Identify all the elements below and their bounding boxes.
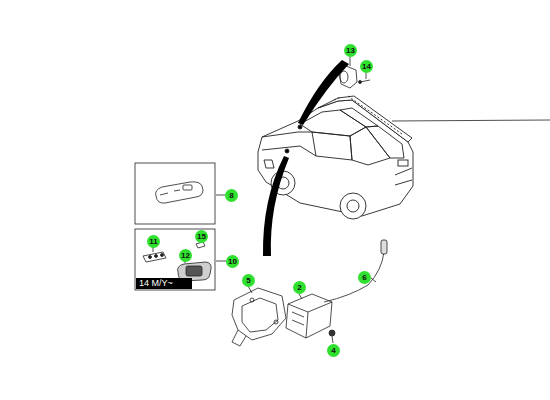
antenna-cable [324,240,387,302]
leader-line [392,120,550,121]
screw [359,73,371,84]
key-set [143,242,226,281]
nut [329,330,335,336]
callout-number: 5 [242,274,255,287]
callout-number: 15 [195,230,208,243]
group-frame [135,163,215,224]
model-year-band: 14 M/Y~ [136,278,192,289]
band-text: 14 M/Y~ [136,278,192,289]
vehicle [258,96,413,219]
callout-number: 10 [226,255,239,268]
callout-number: 13 [344,44,357,57]
callout-number: 6 [358,271,371,284]
callout-wedge [263,156,289,256]
smart-key [156,182,225,203]
callout-number: 2 [293,281,306,294]
callout-wedge [298,60,349,125]
control-module [286,294,332,338]
callout-number: 8 [225,189,238,202]
callout-number: 14 [360,60,373,73]
callout-number: 4 [327,344,340,357]
callout-number: 12 [179,249,192,262]
group-frame [135,229,215,290]
bracket [232,286,286,346]
callout-number: 11 [147,235,160,248]
